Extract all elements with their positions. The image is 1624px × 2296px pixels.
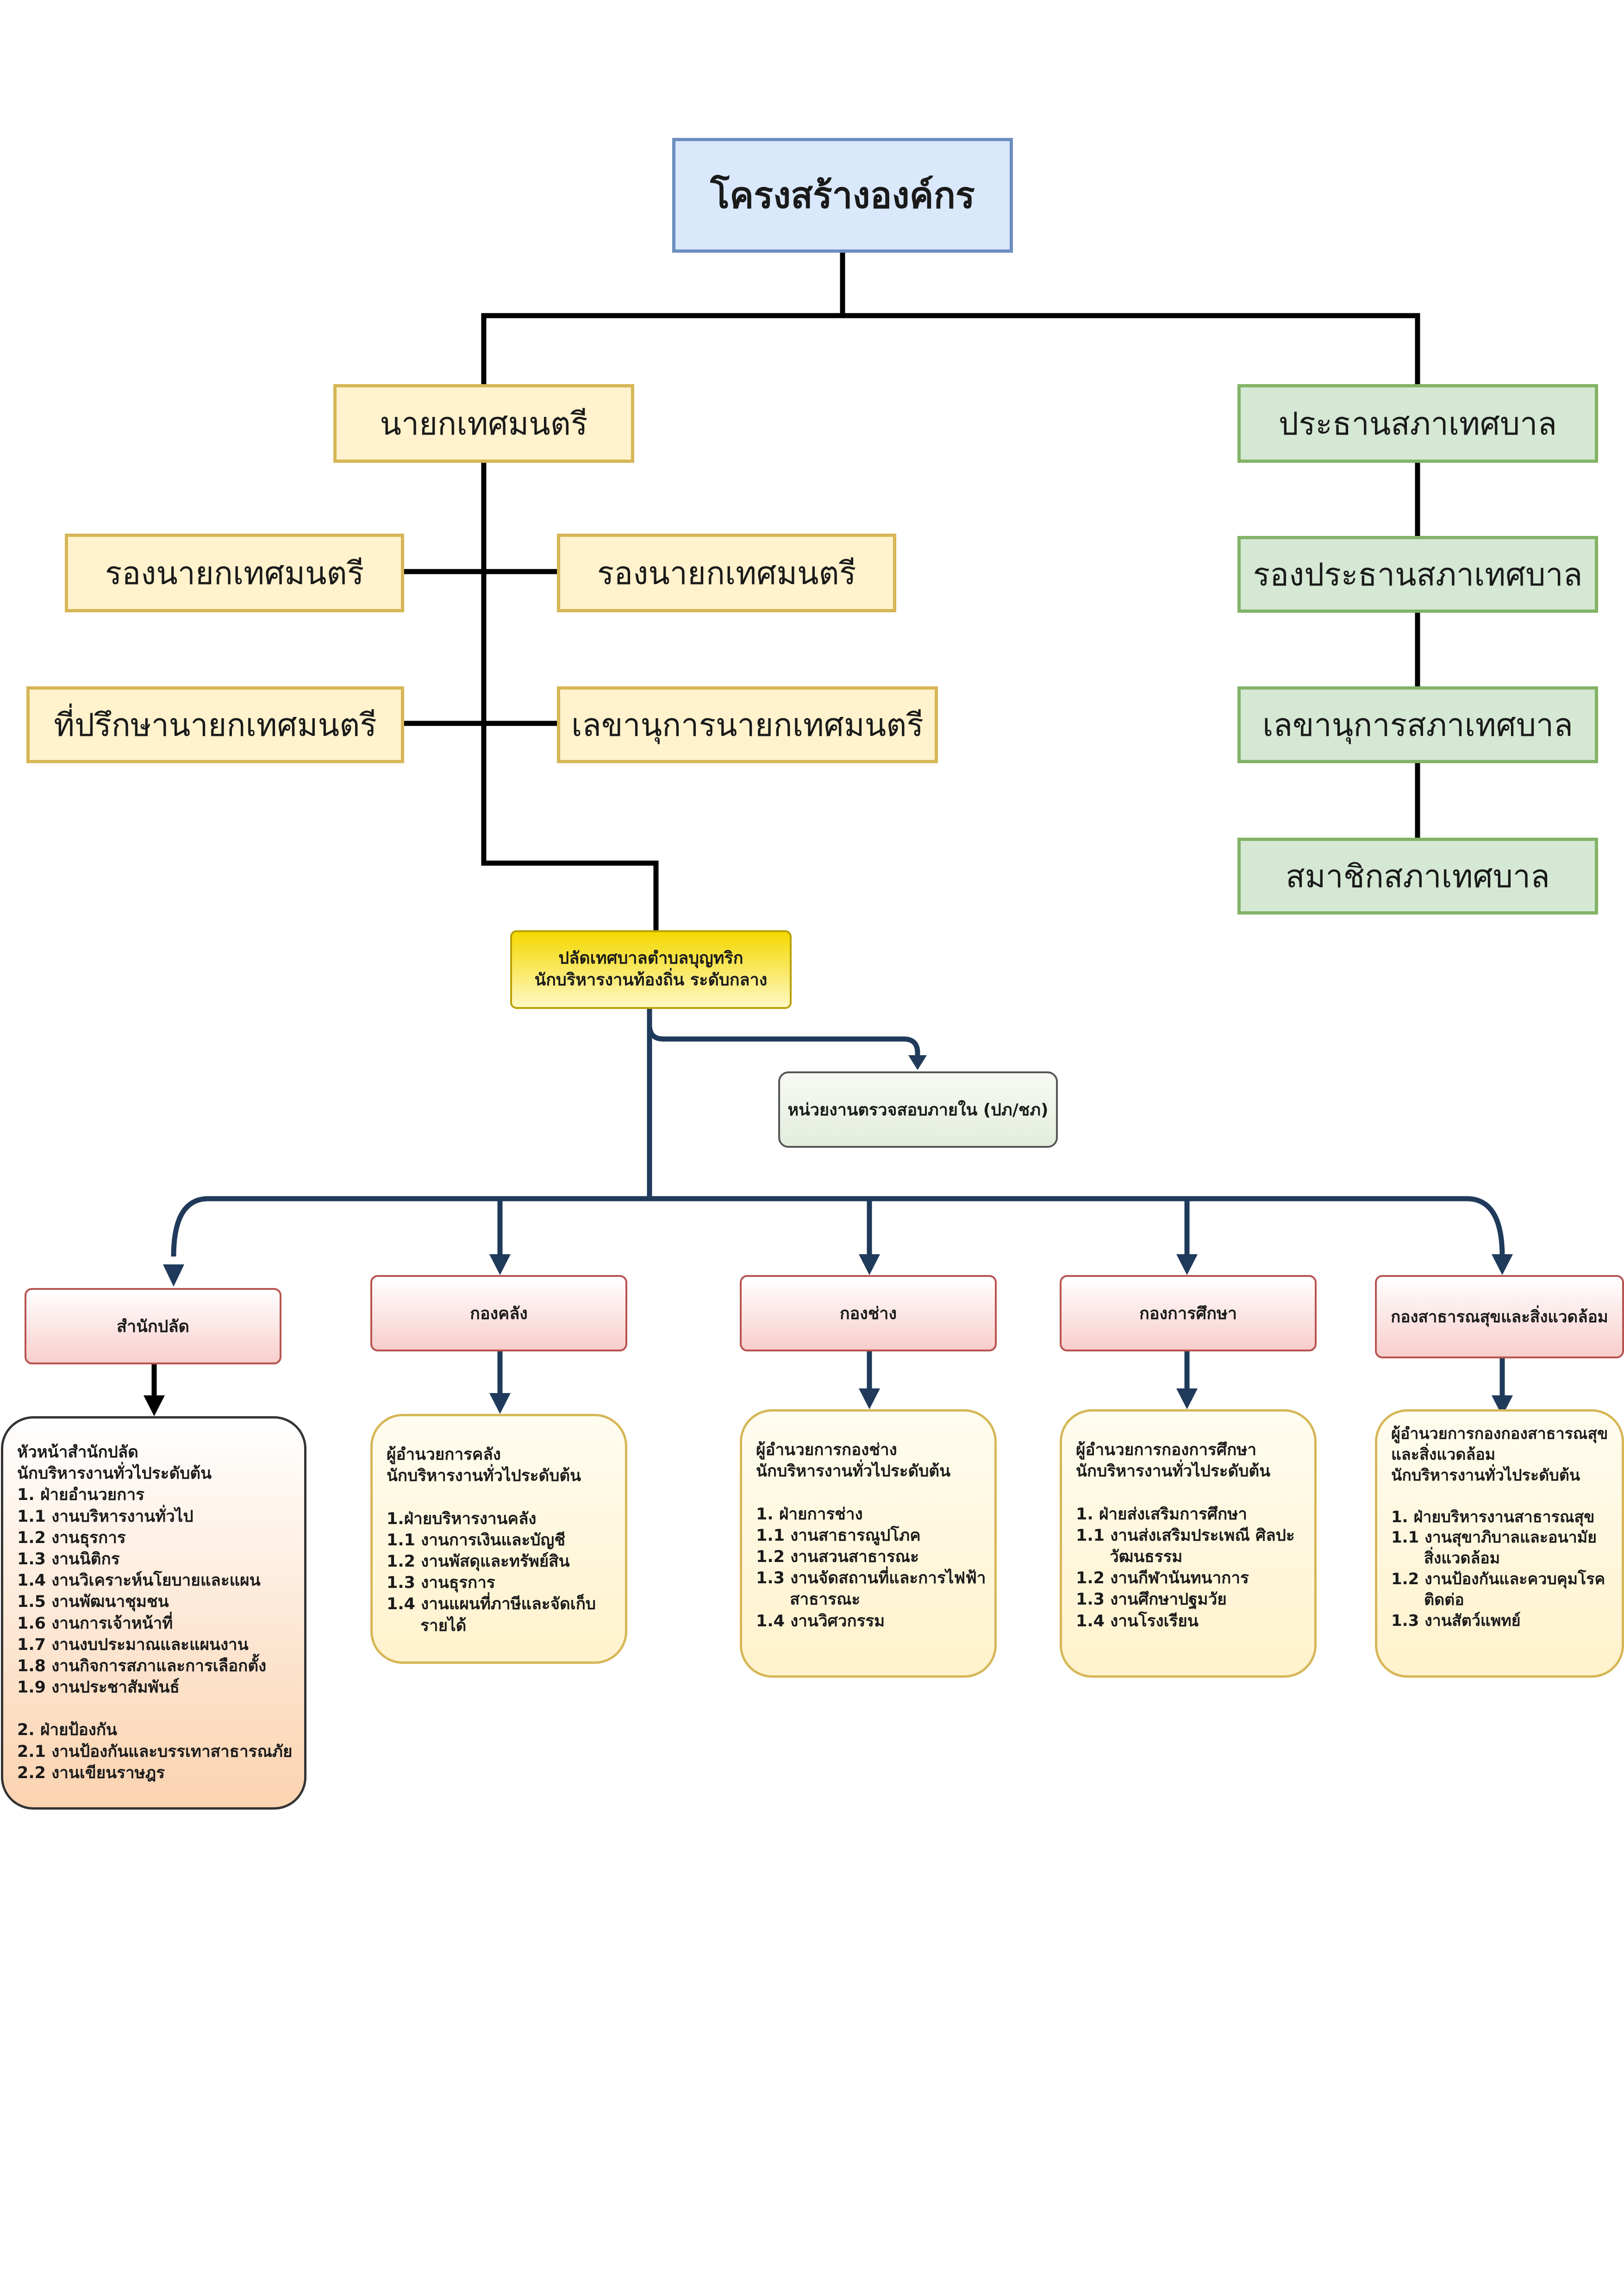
- detail-line: 1.4 งานวิเคราะห์นโยบายและแผน: [17, 1571, 261, 1590]
- detail-line: 1.3 งานธุรการ: [387, 1574, 495, 1593]
- arrow-dept4-detail: [1176, 1388, 1198, 1409]
- detail-line: 1.1 งานสุขาภิบาลและอนามัย: [1391, 1528, 1597, 1547]
- detail-line: สาธารณะ: [756, 1590, 861, 1609]
- arrow-audit: [908, 1055, 927, 1070]
- detail-line: 1.4 งานวิศวกรรม: [756, 1612, 885, 1630]
- council-president-box: ประธานสภาเทศบาล: [1237, 384, 1598, 463]
- detail-line: 1.9 งานประชาสัมพันธ์: [17, 1678, 180, 1697]
- arrow-dept-1: [163, 1264, 184, 1287]
- dept1-detail-arrow: [144, 1363, 165, 1416]
- department-education: กองการศึกษา: [1060, 1275, 1317, 1351]
- detail-line: นักบริหารงานทั่วไประดับต้น: [387, 1467, 581, 1486]
- detail-line: 1.2 งานพัสดุและทรัพย์สิน: [387, 1552, 570, 1571]
- black-connectors: [403, 252, 1420, 930]
- deputy-mayor-right-box: รองนายกเทศมนตรี: [557, 534, 896, 612]
- mayor-box: นายกเทศมนตรี: [333, 384, 634, 463]
- detail-line: 1.2 งานกีฬานันทนาการ: [1076, 1569, 1249, 1588]
- detail-line: [1391, 1486, 1618, 1507]
- detail-line: [756, 1482, 983, 1503]
- connector-dept-bar: [171, 1196, 1505, 1257]
- arrow-dept-3: [859, 1254, 880, 1275]
- arrow-dept-5: [1492, 1254, 1513, 1275]
- deputy-mayor-left-box: รองนายกเทศมนตรี: [65, 534, 404, 612]
- detail-line: วัฒนธรรม: [1076, 1547, 1183, 1566]
- arrow-dept-4: [1176, 1254, 1198, 1275]
- connector-mayor-trunk: [481, 463, 659, 930]
- council-members-box: สมาชิกสภาเทศบาล: [1237, 838, 1598, 915]
- detail-line: 1.2 งานป้องกันและควบคุมโรค: [1391, 1570, 1605, 1589]
- detail-line: 1.8 งานกิจการสภาและการเลือกตั้ง: [17, 1656, 267, 1675]
- internal-audit-box: หน่วยงานตรวจสอบภายใน (ปภ/ชภ): [778, 1071, 1058, 1148]
- connector-title-council: [843, 313, 1420, 384]
- detail-line: 1. ฝ่ายการช่าง: [756, 1505, 863, 1524]
- detail-line: สิ่งแวดล้อม: [1391, 1549, 1500, 1568]
- detail-line: 1.3 งานจัดสถานที่และการไฟฟ้า: [756, 1569, 986, 1588]
- arrow-dept2-detail: [489, 1393, 511, 1414]
- detail-line: นักบริหารงานทั่วไประดับต้น: [17, 1464, 212, 1483]
- finance-details: ผู้อำนวยการคลังนักบริหารงานทั่วไประดับต้…: [370, 1414, 627, 1664]
- detail-line: นักบริหารงานทั่วไประดับต้น: [1391, 1466, 1580, 1485]
- detail-line: ผู้อำนวยการกองช่าง: [756, 1441, 897, 1459]
- mayor-secretary-box: เลขานุการนายกเทศมนตรี: [557, 686, 938, 763]
- public-health-details: ผู้อำนวยการกองกองสาธารณสุขและสิ่งแวดล้อม…: [1375, 1409, 1624, 1678]
- detail-line: หัวหน้าสำนักปลัด: [17, 1443, 138, 1462]
- detail-line: รายได้: [387, 1616, 467, 1635]
- detail-line: 2.1 งานป้องกันและบรรเทาสาธารณภัย: [17, 1742, 293, 1761]
- connector-audit: [647, 1025, 920, 1058]
- detail-line: 1.1 งานส่งเสริมประเพณี ศิลปะ: [1076, 1526, 1295, 1545]
- detail-line: ผู้อำนวยการคลัง: [387, 1445, 501, 1464]
- detail-line: 1.3 งานนิติกร: [17, 1549, 120, 1568]
- council-secretary-box: เลขานุการสภาเทศบาล: [1237, 686, 1598, 763]
- municipal-clerk-title: ปลัดเทศบาลตำบลบุญทริก: [558, 949, 743, 968]
- detail-line: 1.2 งานธุรการ: [17, 1528, 126, 1547]
- detail-line: 1.3 งานศึกษาปฐมวัย: [1076, 1590, 1227, 1609]
- department-finance: กองคลัง: [370, 1275, 627, 1351]
- detail-line: 1.5 งานพัฒนาชุมชน: [17, 1593, 169, 1612]
- detail-line: 1. ฝ่ายส่งเสริมการศึกษา: [1076, 1505, 1247, 1524]
- blue-connectors: [171, 1008, 1505, 1398]
- connector-title-branch: [481, 252, 845, 384]
- department-public-health: กองสาธารณสุขและสิ่งแวดล้อม: [1375, 1275, 1624, 1358]
- department-office-of-clerk: สำนักปลัด: [25, 1288, 281, 1364]
- detail-line: 1.3 งานสัตว์แพทย์: [1391, 1611, 1521, 1630]
- detail-line: นักบริหารงานทั่วไประดับต้น: [756, 1462, 951, 1481]
- detail-line: [387, 1487, 614, 1508]
- detail-line: 1.ฝ่ายบริหารงานคลัง: [387, 1509, 537, 1528]
- municipal-clerk-level: นักบริหารงานท้องถิ่น ระดับกลาง: [534, 971, 768, 989]
- education-details: ผู้อำนวยการกองการศึกษานักบริหารงานทั่วไป…: [1060, 1409, 1317, 1678]
- detail-line: [1076, 1482, 1303, 1503]
- department-engineering: กองช่าง: [740, 1275, 997, 1351]
- detail-line: 1. ฝ่ายอำนวยการ: [17, 1486, 144, 1505]
- detail-line: 1. ฝ่ายบริหารงานสาธารณสุข: [1391, 1507, 1595, 1526]
- arrowheads: [163, 1055, 1513, 1416]
- detail-line: 2. ฝ่ายป้องกัน: [17, 1721, 117, 1740]
- detail-line: นักบริหารงานทั่วไประดับต้น: [1076, 1462, 1271, 1481]
- detail-line: 1.4 งานแผนที่ภาษีและจัดเก็บ: [387, 1595, 596, 1614]
- office-of-clerk-details: หัวหน้าสำนักปลัดนักบริหารงานทั่วไประดับต…: [1, 1416, 306, 1810]
- detail-line: และสิ่งแวดล้อม: [1391, 1445, 1496, 1464]
- detail-line: 1.1 งานสาธารณูปโภค: [756, 1526, 921, 1545]
- detail-line: 1.4 งานโรงเรียน: [1076, 1612, 1199, 1630]
- council-vice-president-box: รองประธานสภาเทศบาล: [1237, 536, 1598, 613]
- mayor-advisor-box: ที่ปรึกษานายกเทศมนตรี: [26, 686, 404, 763]
- org-structure-title: โครงสร้างองค์กร: [672, 138, 1013, 253]
- detail-line: ติดต่อ: [1391, 1591, 1464, 1609]
- arrow-dept-2: [489, 1254, 511, 1275]
- detail-line: 1.1 งานการเงินและบัญชี: [387, 1531, 566, 1549]
- engineering-details: ผู้อำนวยการกองช่างนักบริหารงานทั่วไประดั…: [740, 1409, 997, 1678]
- detail-line: ผู้อำนวยการกองกองสาธารณสุข: [1391, 1425, 1608, 1443]
- arrow-dept3-detail: [859, 1388, 880, 1409]
- detail-line: 1.1 งานบริหารงานทั่วไป: [17, 1507, 194, 1526]
- detail-line: 1.7 งานงบประมาณและแผนงาน: [17, 1635, 249, 1654]
- detail-line: ผู้อำนวยการกองการศึกษา: [1076, 1441, 1256, 1459]
- detail-line: 1.6 งานการเจ้าหน้าที่: [17, 1614, 173, 1633]
- municipal-clerk-box: ปลัดเทศบาลตำบลบุญทริก นักบริหารงานท้องถิ…: [510, 930, 792, 1009]
- arrow-dept5-detail: [1492, 1395, 1513, 1416]
- detail-line: [17, 1698, 293, 1719]
- detail-line: 2.2 งานเขียนราษฎร: [17, 1763, 165, 1782]
- detail-line: 1.2 งานสวนสาธารณะ: [756, 1547, 919, 1566]
